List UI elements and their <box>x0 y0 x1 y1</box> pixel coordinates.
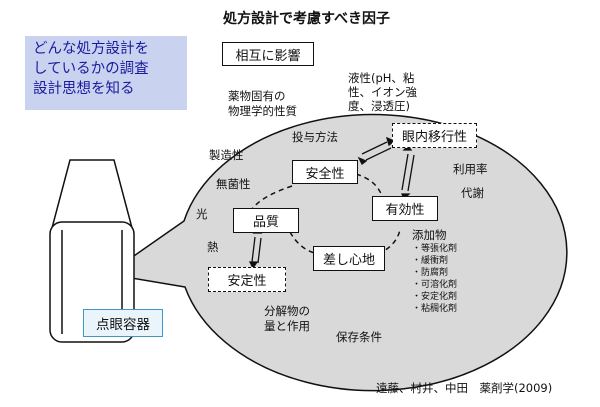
degradation-label: 分解物の 量と作用 <box>264 304 310 334</box>
degradation-line: 分解物の <box>264 304 310 318</box>
additive-item: ・防腐剤 <box>412 268 449 278</box>
manufacturing-label: 製造性 <box>209 148 244 162</box>
additive-item: ・安定化剤 <box>412 292 458 302</box>
liquid-properties-label: 液性(pH、粘 性、イオン強 度、浸透圧) <box>348 71 417 113</box>
additive-item: ・等張化剤 <box>412 244 458 254</box>
liquid-line: 度、浸透圧) <box>348 99 410 113</box>
additive-item: ・粘稠化剤 <box>412 304 458 314</box>
note-line: 設計思想を知る <box>33 81 135 97</box>
page-title: 処方設計で考慮すべき因子 <box>223 11 391 27</box>
dosing-label: 投与方法 <box>292 130 338 144</box>
physchem-label: 薬物固有の 物理学的性質 <box>228 89 297 119</box>
efficacy-box: 有効性 <box>372 196 438 221</box>
liquid-line: 液性(pH、粘 <box>348 71 415 85</box>
additive-item: ・緩衝剤 <box>412 256 449 266</box>
liquid-line: 性、イオン強 <box>348 85 417 99</box>
stability-box: 安定性 <box>208 267 286 292</box>
quality-box: 品質 <box>233 208 299 233</box>
note-line: どんな処方設計を <box>33 41 149 57</box>
citation: 遠藤、村井、中田 薬剤学(2009) <box>376 381 553 395</box>
note-line: しているかの調査 <box>33 61 149 77</box>
additive-item: ・可溶化剤 <box>412 280 458 290</box>
additives-title: 添加物 <box>412 228 447 242</box>
heat-label: 熱 <box>207 240 219 254</box>
ocular-penetration-box: 眼内移行性 <box>392 123 477 148</box>
physchem-line: 薬物固有の <box>228 89 286 103</box>
storage-label: 保存条件 <box>336 330 382 344</box>
bioavailability-label: 利用率 <box>453 162 488 176</box>
safety-box: 安全性 <box>292 160 358 184</box>
physchem-line: 物理学的性質 <box>228 104 297 118</box>
additives-list: 添加物 ・等張化剤 ・緩衝剤 ・防腐剤 ・可溶化剤 ・安定化剤 ・粘稠化剤 <box>412 228 457 315</box>
study-note: どんな処方設計を しているかの調査 設計思想を知る <box>25 36 187 110</box>
eye-drop-container-label: 点眼容器 <box>83 309 163 337</box>
mutual-influence-box: 相互に影響 <box>222 42 314 66</box>
degradation-line: 量と作用 <box>264 319 310 333</box>
light-label: 光 <box>196 207 208 221</box>
sterility-label: 無菌性 <box>216 177 251 191</box>
comfort-box: 差し心地 <box>313 246 385 271</box>
metabolism-label: 代謝 <box>461 186 484 200</box>
